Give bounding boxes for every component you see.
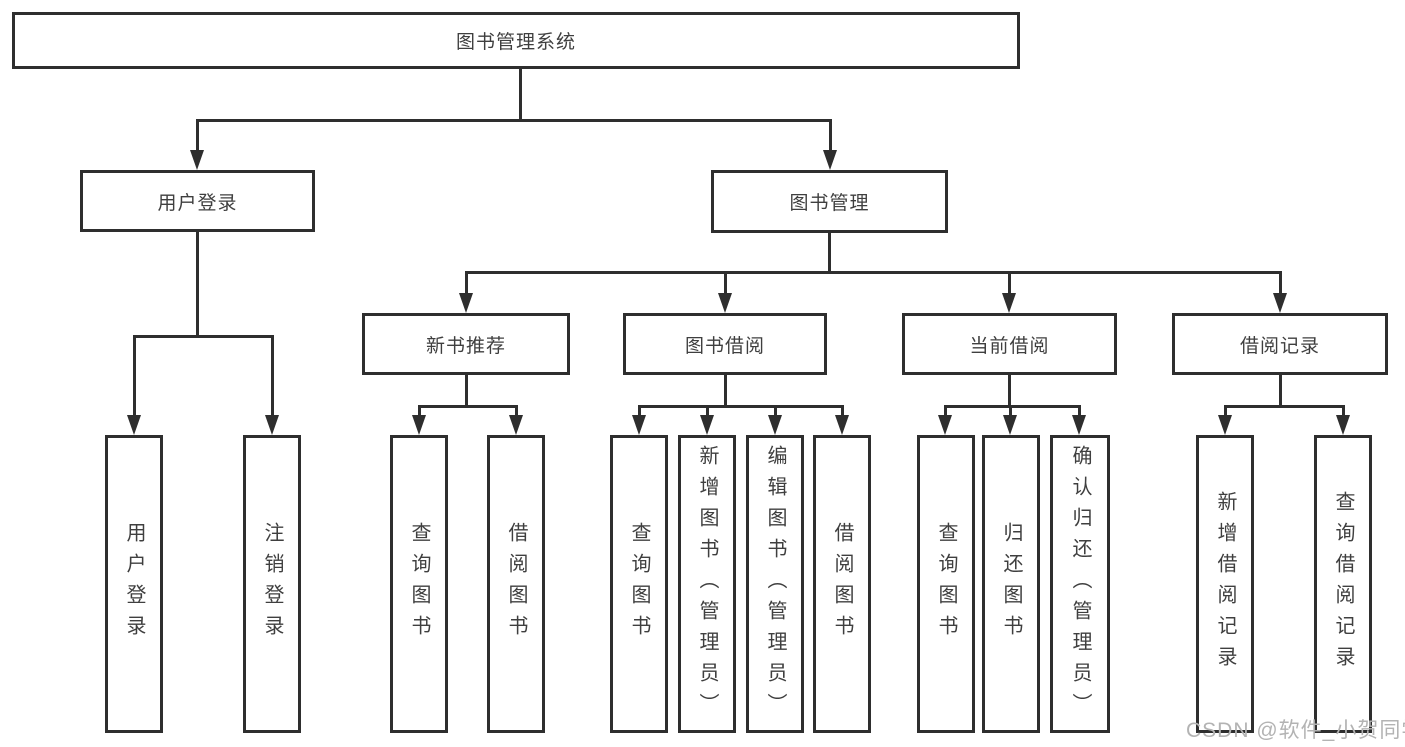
connector-stem bbox=[418, 405, 421, 415]
node-book-management: 图书管理 bbox=[711, 170, 948, 233]
leaf-add-borrow-record: 新增借阅记录 bbox=[1196, 435, 1254, 733]
leaf-confirm-return-admin: 确认归还（管理员） bbox=[1050, 435, 1110, 733]
node-label: 新书推荐 bbox=[425, 335, 506, 357]
node-current-borrow: 当前借阅 bbox=[902, 313, 1117, 375]
arrowhead-current-borrow bbox=[1002, 293, 1016, 313]
node-label: 图书管理 bbox=[789, 193, 870, 214]
leaf-label: 编辑图书（管理员） bbox=[764, 444, 786, 724]
connector-stem bbox=[706, 405, 709, 415]
connector-stem bbox=[841, 405, 844, 415]
arrowhead bbox=[768, 415, 782, 435]
connector-stem bbox=[515, 405, 518, 415]
connector-current-borrow-vline bbox=[1008, 375, 1011, 405]
node-label: 当前借阅 bbox=[969, 335, 1050, 357]
node-new-book-recommend: 新书推荐 bbox=[362, 313, 570, 375]
connector-stem bbox=[944, 405, 947, 415]
watermark: CSDN @软件_小贺同学 bbox=[1186, 719, 1405, 742]
connector-stem-leaf-logout bbox=[271, 335, 274, 415]
node-label: 借阅记录 bbox=[1239, 335, 1320, 357]
connector-stem bbox=[774, 405, 777, 415]
node-book-borrow: 图书借阅 bbox=[623, 313, 827, 375]
leaf-label: 确认归还（管理员） bbox=[1069, 444, 1091, 724]
leaf-edit-book-admin: 编辑图书（管理员） bbox=[746, 435, 804, 733]
leaf-logout-login: 注销登录 bbox=[243, 435, 301, 733]
arrowhead bbox=[835, 415, 849, 435]
connector-stem-book-management bbox=[829, 119, 832, 150]
node-label: 图书借阅 bbox=[684, 335, 765, 357]
connector-user-login-hline bbox=[133, 335, 274, 338]
arrowhead-book-borrow bbox=[718, 293, 732, 313]
connector-new-book-hline bbox=[418, 405, 518, 408]
arrowhead-leaf-logout bbox=[265, 415, 279, 435]
leaf-label: 查询借阅记录 bbox=[1332, 491, 1354, 677]
connector-current-borrow-hline bbox=[944, 405, 1081, 408]
connector-stem-new-book bbox=[465, 271, 468, 293]
connector-stem bbox=[638, 405, 641, 415]
arrowhead-leaf-user-login bbox=[127, 415, 141, 435]
connector-book-borrow-vline bbox=[724, 375, 727, 405]
leaf-query-borrow-record: 查询借阅记录 bbox=[1314, 435, 1372, 733]
connector-stem-borrow-record bbox=[1279, 271, 1282, 293]
leaf-label: 查询图书 bbox=[935, 522, 957, 646]
leaf-borrow-book-recommend: 借阅图书 bbox=[487, 435, 545, 733]
node-label: 图书管理系统 bbox=[455, 32, 576, 53]
arrowhead-new-book bbox=[459, 293, 473, 313]
arrowhead-book-management bbox=[823, 150, 837, 170]
arrowhead bbox=[1218, 415, 1232, 435]
leaf-label: 借阅图书 bbox=[831, 522, 853, 646]
leaf-query-book-current: 查询图书 bbox=[917, 435, 975, 733]
leaf-label: 查询图书 bbox=[628, 522, 650, 646]
connector-new-book-vline bbox=[465, 375, 468, 405]
leaf-query-book-borrow: 查询图书 bbox=[610, 435, 668, 733]
connector-stem-user-login bbox=[196, 119, 199, 150]
arrowhead bbox=[632, 415, 646, 435]
arrowhead bbox=[412, 415, 426, 435]
connector-root-hline bbox=[196, 119, 832, 122]
arrowhead bbox=[938, 415, 952, 435]
connector-borrow-record-vline bbox=[1279, 375, 1282, 405]
connector-stem-leaf-user-login bbox=[133, 335, 136, 415]
leaf-label: 用户登录 bbox=[123, 522, 145, 646]
arrowhead-user-login bbox=[190, 150, 204, 170]
connector-stem bbox=[1342, 405, 1345, 415]
arrowhead bbox=[1336, 415, 1350, 435]
arrowhead-borrow-record bbox=[1273, 293, 1287, 313]
connector-root-vline bbox=[519, 69, 522, 119]
connector-stem bbox=[1078, 405, 1081, 415]
leaf-label: 归还图书 bbox=[1000, 522, 1022, 646]
node-library-management-system: 图书管理系统 bbox=[12, 12, 1020, 69]
leaf-label: 注销登录 bbox=[261, 522, 283, 646]
leaf-label: 新增图书（管理员） bbox=[696, 444, 718, 724]
arrowhead bbox=[1072, 415, 1086, 435]
leaf-label: 新增借阅记录 bbox=[1214, 491, 1236, 677]
arrowhead bbox=[509, 415, 523, 435]
connector-stem-current-borrow bbox=[1008, 271, 1011, 293]
connector-stem-book-borrow bbox=[724, 271, 727, 293]
node-borrow-record: 借阅记录 bbox=[1172, 313, 1388, 375]
connector-book-management-hline bbox=[465, 271, 1281, 274]
leaf-label: 查询图书 bbox=[408, 522, 430, 646]
arrowhead bbox=[700, 415, 714, 435]
leaf-label: 借阅图书 bbox=[505, 522, 527, 646]
connector-book-management-vline bbox=[828, 233, 831, 271]
connector-stem bbox=[1009, 405, 1012, 415]
connector-borrow-record-hline bbox=[1224, 405, 1345, 408]
leaf-borrow-book: 借阅图书 bbox=[813, 435, 871, 733]
leaf-query-book-recommend: 查询图书 bbox=[390, 435, 448, 733]
leaf-add-book-admin: 新增图书（管理员） bbox=[678, 435, 736, 733]
connector-user-login-vline bbox=[196, 232, 199, 335]
leaf-return-book: 归还图书 bbox=[982, 435, 1040, 733]
connector-book-borrow-hline bbox=[638, 405, 844, 408]
arrowhead bbox=[1003, 415, 1017, 435]
connector-stem bbox=[1224, 405, 1227, 415]
node-user-login: 用户登录 bbox=[80, 170, 315, 232]
leaf-user-login: 用户登录 bbox=[105, 435, 163, 733]
node-label: 用户登录 bbox=[157, 192, 238, 214]
